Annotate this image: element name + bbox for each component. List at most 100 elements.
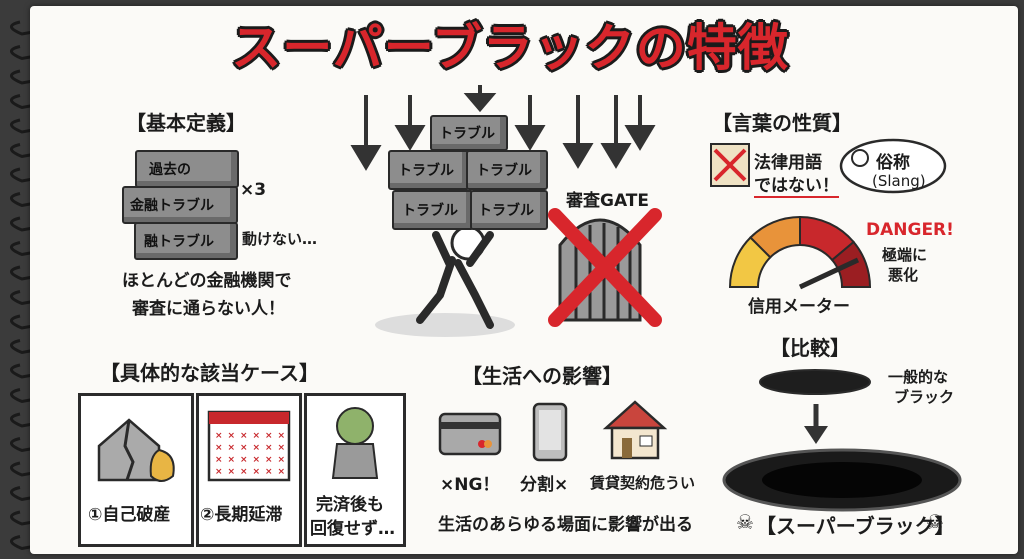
worse-text: 極端に <box>882 246 928 264</box>
calendar-cross: × <box>265 455 273 465</box>
spiral-ring <box>10 192 45 208</box>
spiral-ring <box>10 314 45 330</box>
calendar-cross: × <box>228 455 236 465</box>
skull-icon: ☠ <box>926 510 944 534</box>
impact-card-label: ×NG！ <box>440 475 500 495</box>
trouble-brick: トラブル <box>388 150 470 190</box>
calendar-cross: × <box>228 431 236 441</box>
definition-line: 審査に通らない人！ <box>132 299 285 319</box>
spiral-ring <box>10 241 45 257</box>
calendar-cross: × <box>278 467 286 477</box>
broken-house-icon <box>97 418 175 482</box>
credit-card-icon <box>438 412 502 456</box>
compare-heading: 【比較】 <box>770 336 850 360</box>
stressed-person-icon <box>375 225 515 337</box>
calendar-cross: × <box>240 443 248 453</box>
stuck-text: 動けない… <box>242 230 318 248</box>
pressure-illustration <box>350 85 662 337</box>
case-panel-delinquency: ×××××××××××××××××××××××× <box>196 393 302 547</box>
spiral-ring <box>10 290 45 306</box>
meter-label: 信用メーター <box>748 297 850 317</box>
legal-text: ではない！ <box>754 171 839 198</box>
calendar-cross: × <box>278 431 286 441</box>
calendar-cross: × <box>278 443 286 453</box>
legal-text: 法律用語 <box>754 153 822 173</box>
calendar-cross: × <box>265 467 273 477</box>
worse-text: 悪化 <box>888 266 919 284</box>
brick-label: 過去の <box>149 162 191 178</box>
general-black-text: 一般的な <box>888 368 949 386</box>
down-arrow-icon <box>350 85 656 171</box>
calendar-cross: × <box>215 455 223 465</box>
calendar-cross: × <box>253 431 261 441</box>
basic-heading: 【基本定義】 <box>126 111 246 135</box>
spiral-ring <box>10 167 45 183</box>
case-label: ②長期延滞 <box>200 505 283 525</box>
calendar-icon: ×××××××××××××××××××××××× <box>207 410 291 482</box>
brick-label: 融トラブル <box>144 234 214 250</box>
calendar-cross: × <box>240 455 248 465</box>
spiral-ring <box>10 363 45 379</box>
spiral-ring <box>10 412 45 428</box>
trouble-brick: トラブル <box>466 150 548 190</box>
definition-line: ほとんどの金融機関で <box>122 271 292 291</box>
spiral-ring <box>10 510 45 526</box>
calendar-cross: × <box>215 443 223 453</box>
spiral-ring <box>10 265 45 281</box>
case-panel-zombie <box>304 393 406 547</box>
spiral-ring <box>10 94 45 110</box>
case-panel-bankruptcy <box>78 393 194 547</box>
general-black-text: ブラック <box>894 388 955 406</box>
brick-label: トラブル <box>398 163 454 179</box>
calendar-cross: × <box>253 455 261 465</box>
page-title: スーパーブラックの特徴 <box>231 19 789 77</box>
case-label: ①自己破産 <box>88 505 171 525</box>
debt-brick: 融トラブル <box>134 222 238 260</box>
spiral-ring <box>10 143 45 159</box>
spiral-ring <box>10 437 45 453</box>
calendar-cross: × <box>278 455 286 465</box>
slang-text: (Slang) <box>872 172 926 190</box>
impact-summary: 生活のあらゆる場面に影響が出る <box>438 515 693 535</box>
slang-text: 俗称 <box>876 153 910 173</box>
spiral-ring <box>10 339 45 355</box>
trouble-brick: トラブル <box>430 115 508 151</box>
debt-brick: 金融トラブル <box>122 186 238 224</box>
trouble-brick: トラブル <box>392 190 474 230</box>
brick-label: トラブル <box>478 203 534 219</box>
spiral-ring <box>10 388 45 404</box>
brick-label: 金融トラブル <box>130 198 214 214</box>
impact-heading: 【生活への影響】 <box>462 364 622 388</box>
danger-text: DANGER! <box>866 220 954 240</box>
brick-label: トラブル <box>439 126 495 142</box>
spiral-ring <box>10 535 45 551</box>
multiplier-text: ×3 <box>240 180 267 200</box>
credit-meter-gauge <box>728 215 872 290</box>
calendar-cross: × <box>240 431 248 441</box>
spiral-ring <box>10 118 45 134</box>
calendar-cross: × <box>215 431 223 441</box>
calendar-cross: × <box>265 443 273 453</box>
hole-comparison <box>722 369 962 512</box>
case-label: 回復せず… <box>310 519 395 539</box>
debt-brick: 過去の <box>135 150 239 188</box>
calendar-cross: × <box>253 443 261 453</box>
trouble-brick: トラブル <box>470 190 548 230</box>
spiral-ring <box>10 486 45 502</box>
calendar-cross: × <box>215 467 223 477</box>
spiral-ring <box>10 45 45 61</box>
spiral-ring <box>10 69 45 85</box>
words-heading: 【言葉の性質】 <box>712 111 852 135</box>
case-label: 完済後も <box>316 495 384 515</box>
gauge-needle <box>798 257 860 290</box>
calendar-cross: × <box>228 443 236 453</box>
spiral-ring <box>10 461 45 477</box>
calendar-cross: × <box>265 431 273 441</box>
smartphone-icon <box>532 402 568 462</box>
calendar-header <box>209 412 289 424</box>
zombie-icon <box>331 407 379 479</box>
cases-heading: 【具体的な該当ケース】 <box>100 361 319 385</box>
brick-label: トラブル <box>476 163 532 179</box>
gate-label: 審査GATE <box>566 191 649 211</box>
spiral-ring <box>10 216 45 232</box>
